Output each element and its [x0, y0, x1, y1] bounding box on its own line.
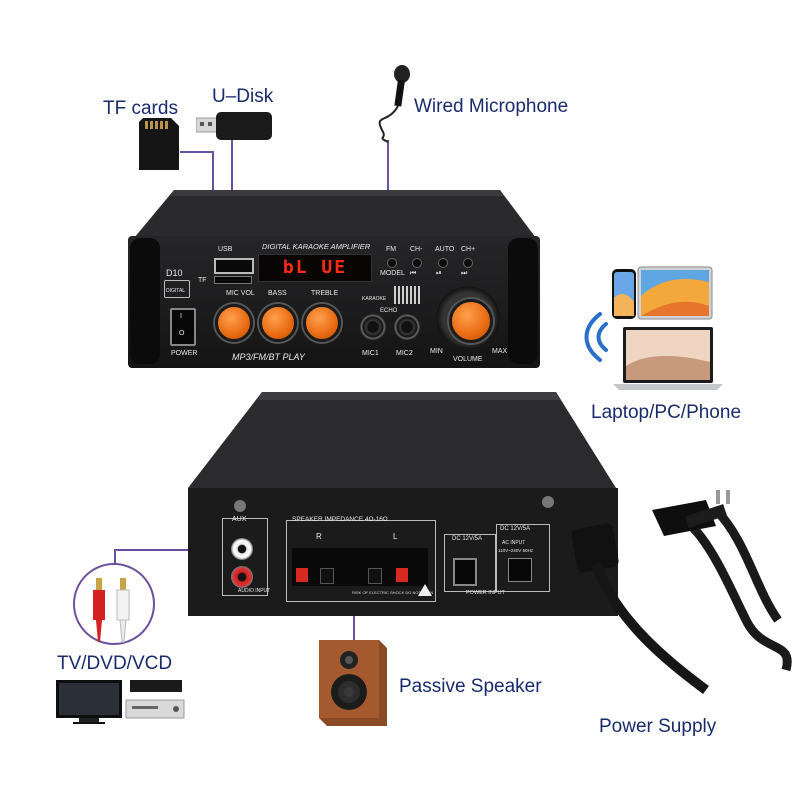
aux-jack-red[interactable] [231, 566, 253, 588]
phone-icon [612, 269, 636, 319]
rca-cable-icon [73, 563, 155, 645]
mic1-label: MIC1 [362, 350, 379, 357]
power-label: POWER [171, 350, 198, 357]
play-pause-icon: ⏯ [436, 270, 442, 277]
aux-jack-white[interactable] [231, 538, 253, 560]
model-label: D10 [166, 268, 183, 278]
microphone-icon [378, 65, 410, 143]
speaker-impedance-label: SPEAKER IMPEDANCE 4Ω-16Ω [292, 516, 388, 523]
aux-panel [222, 518, 268, 596]
treble-label: TREBLE [311, 290, 339, 297]
terminal-r-plus[interactable] [296, 568, 308, 582]
mode-text: MP3/FM/BT PLAY [232, 352, 305, 362]
front-title: DIGITAL KARAOKE AMPLIFIER [262, 242, 371, 251]
dc-label: DC 12V/5A [452, 536, 483, 542]
volume-max-label: MAX [492, 348, 508, 355]
ch-plus-button[interactable] [463, 258, 473, 268]
ac-panel [496, 524, 550, 592]
terminal-l-plus[interactable] [396, 568, 408, 582]
tv-icon [56, 680, 122, 724]
u-disk-label: U–Disk [212, 86, 274, 107]
volume-min-label: MIN [430, 348, 443, 355]
terminal-l-minus[interactable] [368, 568, 382, 584]
next-icon: ⏭ [461, 270, 468, 277]
echo-label: ECHO [380, 308, 398, 314]
dc-jack[interactable] [453, 558, 477, 586]
channel-r-label: R [316, 532, 322, 541]
laptop-icon [613, 327, 723, 390]
speaker-icon [319, 640, 387, 726]
volume-label: VOLUME [453, 356, 483, 363]
fm-button[interactable] [387, 258, 397, 268]
sd-card-icon [139, 118, 179, 170]
ac-input-label: AC INPUT [502, 540, 526, 546]
display-text: bL UE [282, 257, 348, 278]
mic2-jack[interactable] [394, 314, 420, 340]
ac-socket[interactable] [508, 558, 532, 582]
speaker-panel [286, 520, 436, 602]
dc-label-2: DC 12V/5A [500, 526, 531, 532]
left-handle [130, 238, 160, 364]
mic-vol-knob[interactable] [215, 304, 253, 342]
terminal-r-minus[interactable] [320, 568, 334, 584]
dvd-player-icon [125, 680, 185, 719]
model-button-label: MODEL [380, 270, 405, 277]
tf-label: TF [198, 277, 207, 284]
mic-vol-label: MIC VOL [226, 290, 255, 297]
mic1-jack[interactable] [360, 314, 386, 340]
wired-microphone-label: Wired Microphone [414, 96, 569, 117]
ch-minus-button[interactable] [412, 258, 422, 268]
volume-knob[interactable] [449, 299, 493, 343]
karaoke-label: KARAOKE [362, 296, 387, 302]
power-input-label: POWER INPUT [466, 590, 505, 596]
passive-speaker-label: Passive Speaker [399, 676, 542, 697]
aux-label: AUX [232, 516, 247, 523]
power-cable-icon [571, 490, 792, 694]
wifi-signal-icon [584, 312, 608, 362]
led-display: bL UE [258, 254, 372, 282]
aux-input-label: AUDIO INPUT [238, 588, 271, 594]
ch-plus-label: CH+ [461, 246, 476, 253]
prev-icon: ⏮ [410, 270, 417, 277]
front-top-cover [134, 190, 536, 238]
ac-range-label: 110V~240V 50Hz [498, 548, 534, 553]
auto-label: AUTO [435, 246, 455, 253]
usb-label: USB [218, 246, 233, 253]
switch-on-mark: I [180, 313, 182, 320]
laptop-pc-phone-label: Laptop/PC/Phone [591, 402, 742, 423]
auto-button[interactable] [438, 258, 448, 268]
fm-button-label: FM [386, 246, 397, 253]
power-supply-label: Power Supply [599, 716, 717, 737]
warning-icon [418, 584, 432, 596]
power-switch[interactable]: I O [170, 308, 196, 346]
tf-slot[interactable] [214, 276, 252, 284]
tablet-icon [637, 266, 713, 320]
ch-minus-label: CH- [410, 246, 423, 253]
bass-label: BASS [268, 290, 287, 297]
channel-l-label: L [393, 532, 398, 541]
usb-drive-icon [196, 112, 272, 140]
warning-text: RISK OF ELECTRIC SHOCK DO NOT OPEN [352, 590, 434, 595]
echo-meter [394, 286, 420, 304]
usb-port[interactable] [214, 258, 254, 274]
digital-logo: DIGITAL [164, 280, 190, 298]
bass-knob[interactable] [259, 304, 297, 342]
switch-off-mark: O [179, 330, 185, 337]
tf-cards-label: TF cards [103, 98, 178, 119]
digital-logo-text: DIGITAL [166, 288, 186, 294]
dc-panel [444, 534, 496, 592]
right-handle [508, 238, 538, 364]
mic2-label: MIC2 [396, 350, 413, 357]
tv-dvd-vcd-label: TV/DVD/VCD [57, 653, 173, 674]
treble-knob[interactable] [303, 304, 341, 342]
